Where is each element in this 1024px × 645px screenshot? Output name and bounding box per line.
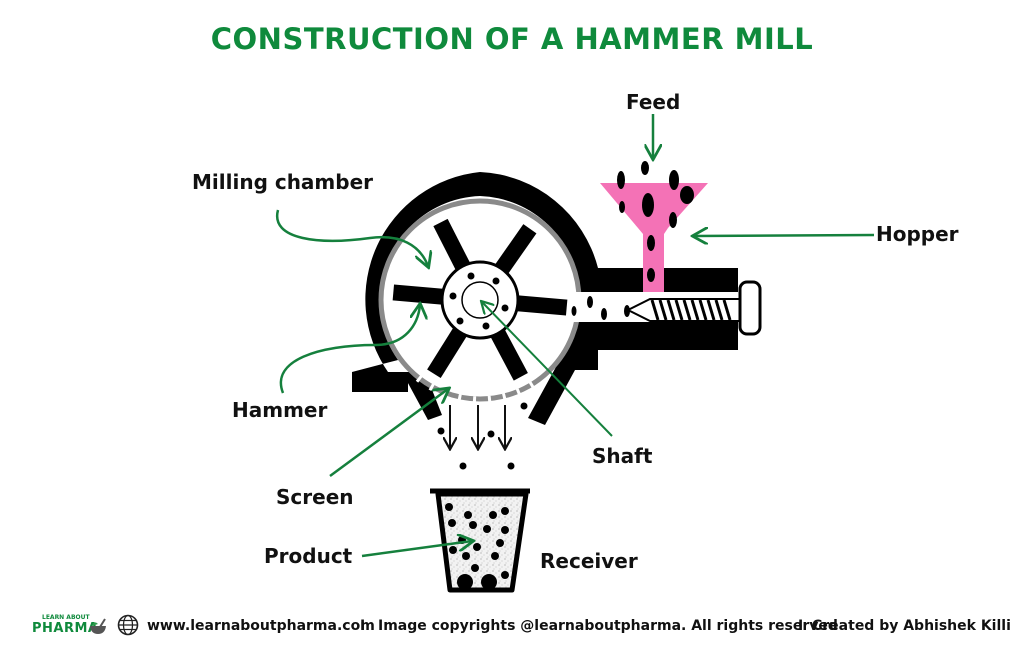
label-feed: Feed bbox=[626, 90, 681, 114]
label-arrows bbox=[275, 114, 875, 558]
screw-feeder bbox=[625, 280, 762, 336]
mortar-pestle-icon bbox=[90, 618, 106, 634]
globe-icon bbox=[117, 614, 139, 636]
feed-particles bbox=[571, 161, 694, 320]
screen-arrow bbox=[329, 389, 448, 478]
label-milling-chamber: Milling chamber bbox=[192, 170, 374, 194]
hopper bbox=[600, 183, 708, 292]
label-screen: Screen bbox=[276, 485, 354, 509]
credit-text: Created by Abhishek Killi bbox=[812, 618, 1011, 634]
label-hammer: Hammer bbox=[232, 398, 328, 422]
label-receiver: Receiver bbox=[540, 549, 638, 573]
website-link[interactable]: www.learnaboutpharma.com bbox=[147, 618, 375, 634]
footer-separator: I bbox=[360, 618, 366, 634]
hammer-arrow bbox=[279, 305, 420, 394]
product-arrow bbox=[361, 541, 472, 558]
shaft-arrow bbox=[482, 302, 613, 437]
page-title: CONSTRUCTION OF A HAMMER MILL bbox=[210, 22, 814, 56]
logo-wordmark: PHARMA bbox=[32, 621, 99, 636]
label-hopper: Hopper bbox=[876, 222, 959, 246]
logo-tagline: LEARN ABOUT bbox=[42, 614, 90, 621]
hopper-arrow bbox=[694, 235, 875, 236]
footer: www.learnaboutpharma.com I Image copyrig… bbox=[0, 612, 1024, 640]
mill-housing bbox=[352, 172, 738, 425]
falling-product bbox=[437, 402, 528, 470]
footer-separator: I bbox=[798, 618, 804, 634]
hammers bbox=[392, 218, 568, 381]
copyright-text: Image copyrights @learnaboutpharma. All … bbox=[378, 618, 838, 634]
label-shaft: Shaft bbox=[592, 444, 653, 468]
label-product: Product bbox=[264, 544, 353, 568]
milling-chamber-arrow bbox=[275, 209, 428, 266]
learnaboutpharma-logo: LEARN ABOUT PHARMA bbox=[32, 614, 108, 638]
receiver-cup bbox=[430, 488, 530, 593]
